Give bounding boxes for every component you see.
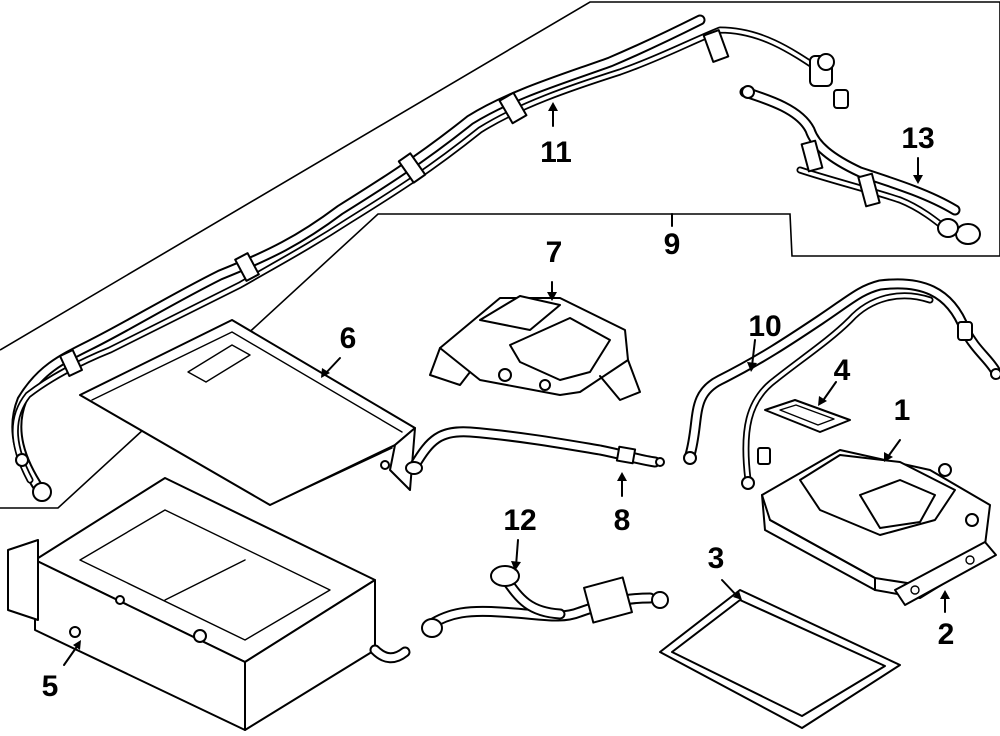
part-12-hose: [421, 565, 669, 638]
part-13-hose: [739, 85, 981, 245]
callout-2: 2: [938, 618, 955, 651]
callout-1: 1: [894, 394, 911, 427]
part-7-module: [429, 295, 641, 401]
part-2-plate: [894, 541, 997, 606]
part-8-cable: [405, 426, 665, 475]
callout-9: 9: [664, 228, 681, 261]
leader-lines: [63, 102, 950, 666]
part-6-cover: [79, 319, 416, 506]
part-4-gasket: [764, 399, 851, 433]
callout-4: 4: [834, 354, 851, 387]
callout-5: 5: [42, 670, 59, 703]
part-5-module: [7, 477, 411, 731]
callout-3: 3: [708, 542, 725, 575]
part-1-charger: [761, 449, 991, 599]
callout-12: 12: [503, 504, 536, 537]
callout-6: 6: [340, 322, 357, 355]
callout-7: 7: [546, 236, 563, 269]
part-11-harness: [11, 14, 849, 502]
callout-13: 13: [901, 122, 934, 155]
callout-10: 10: [748, 310, 781, 343]
part-10-harness: [683, 278, 1000, 490]
part-3-frame: [659, 589, 901, 729]
callout-11: 11: [540, 136, 572, 169]
callout-8: 8: [614, 504, 631, 537]
